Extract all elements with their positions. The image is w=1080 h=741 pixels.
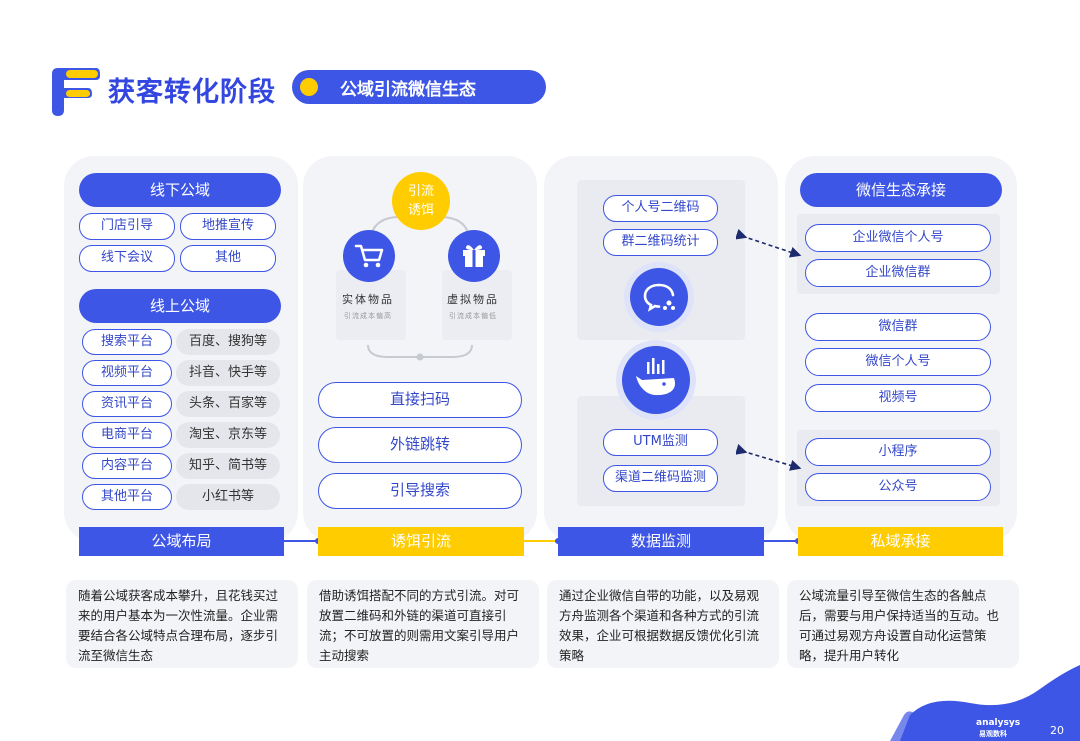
method-direct-scan: 直接扫码: [318, 382, 522, 418]
offline-header: 线下公域: [79, 173, 281, 207]
page-title: 获客转化阶段: [108, 77, 276, 108]
online-examples: 小红书等: [176, 484, 280, 510]
physical-item-label: 实体物品: [342, 293, 394, 306]
brand-name-en: analysys: [976, 718, 1021, 728]
wecom-personal-account: 企业微信个人号: [805, 224, 991, 252]
online-examples: 知乎、简书等: [176, 453, 280, 479]
brand-logo-mark: [52, 68, 100, 116]
bait-circle: [392, 172, 450, 230]
wecom-icon-circle: [630, 268, 688, 326]
online-platform: 电商平台: [82, 422, 172, 448]
physical-item-circle: [343, 230, 395, 282]
offline-item: 地推宣传: [180, 213, 276, 240]
mini-program: 小程序: [805, 438, 991, 466]
offline-item: 门店引导: [79, 213, 175, 240]
method-guided-search: 引导搜索: [318, 473, 522, 509]
official-account: 公众号: [805, 473, 991, 501]
method-external-link: 外链跳转: [318, 427, 522, 463]
online-examples: 头条、百家等: [176, 391, 280, 417]
virtual-item-note: 引流成本偏低: [449, 312, 497, 320]
page-subtitle: 公域引流微信生态: [340, 80, 476, 100]
virtual-item-label: 虚拟物品: [447, 293, 499, 306]
description-private-domain: 公域流量引导至微信生态的各触点后，需要与用户保持适当的互动。也可通过易观方舟设置…: [787, 580, 1019, 668]
online-examples: 抖音、快手等: [176, 360, 280, 386]
stage-bait-traffic: 诱饵引流: [318, 527, 524, 556]
personal-qr-code: 个人号二维码: [603, 195, 718, 222]
online-platform: 其他平台: [82, 484, 172, 510]
online-header: 线上公域: [79, 289, 281, 323]
online-platform: 资讯平台: [82, 391, 172, 417]
online-platform: 内容平台: [82, 453, 172, 479]
stage-data-monitoring: 数据监测: [558, 527, 764, 556]
group-qr-stats: 群二维码统计: [603, 229, 718, 256]
physical-item-note: 引流成本偏高: [344, 312, 392, 320]
wecom-chat-icon: [643, 283, 675, 312]
online-examples: 淘宝、京东等: [176, 422, 280, 448]
shopping-cart-icon: [354, 244, 384, 268]
offline-item: 线下会议: [79, 245, 175, 272]
online-examples: 百度、搜狗等: [176, 329, 280, 355]
description-public-layout: 随着公域获客成本攀升，且花钱买过来的用户基本为一次性流量。企业需要结合各公域特点…: [66, 580, 298, 668]
description-data-monitoring: 通过企业微信自带的功能，以及易观方舟监测各个渠道和各种方式的引流效果，企业可根据…: [547, 580, 779, 668]
wechat-ecosystem-header: 微信生态承接: [800, 173, 1002, 207]
video-channel: 视频号: [805, 384, 991, 412]
wechat-group: 微信群: [805, 313, 991, 341]
bait-label: 引流诱饵: [407, 184, 434, 218]
channel-qr-monitoring: 渠道二维码监测: [603, 465, 718, 492]
description-bait-traffic: 借助诱饵搭配不同的方式引流。对可放置二维码和外链的渠道可直接引流；不可放置的则需…: [307, 580, 539, 668]
dashed-arrow-connectors: [736, 228, 802, 471]
online-platform: 视频平台: [82, 360, 172, 386]
corner-wave-decoration: [890, 665, 1080, 741]
stage-public-layout: 公域布局: [79, 527, 284, 556]
online-platform: 搜索平台: [82, 329, 172, 355]
whale-analytics-icon: [636, 358, 675, 396]
utm-monitoring: UTM监测: [603, 429, 718, 456]
gift-icon: [463, 245, 485, 267]
brand-name-cn: 易观数科: [979, 730, 1007, 738]
subtitle-dot: [300, 78, 318, 96]
subtitle-pill: [292, 70, 546, 104]
page-number: 20: [1050, 724, 1064, 737]
stage-private-domain: 私域承接: [798, 527, 1003, 556]
wechat-personal-account: 微信个人号: [805, 348, 991, 376]
offline-item: 其他: [180, 245, 276, 272]
wecom-group: 企业微信群: [805, 259, 991, 287]
